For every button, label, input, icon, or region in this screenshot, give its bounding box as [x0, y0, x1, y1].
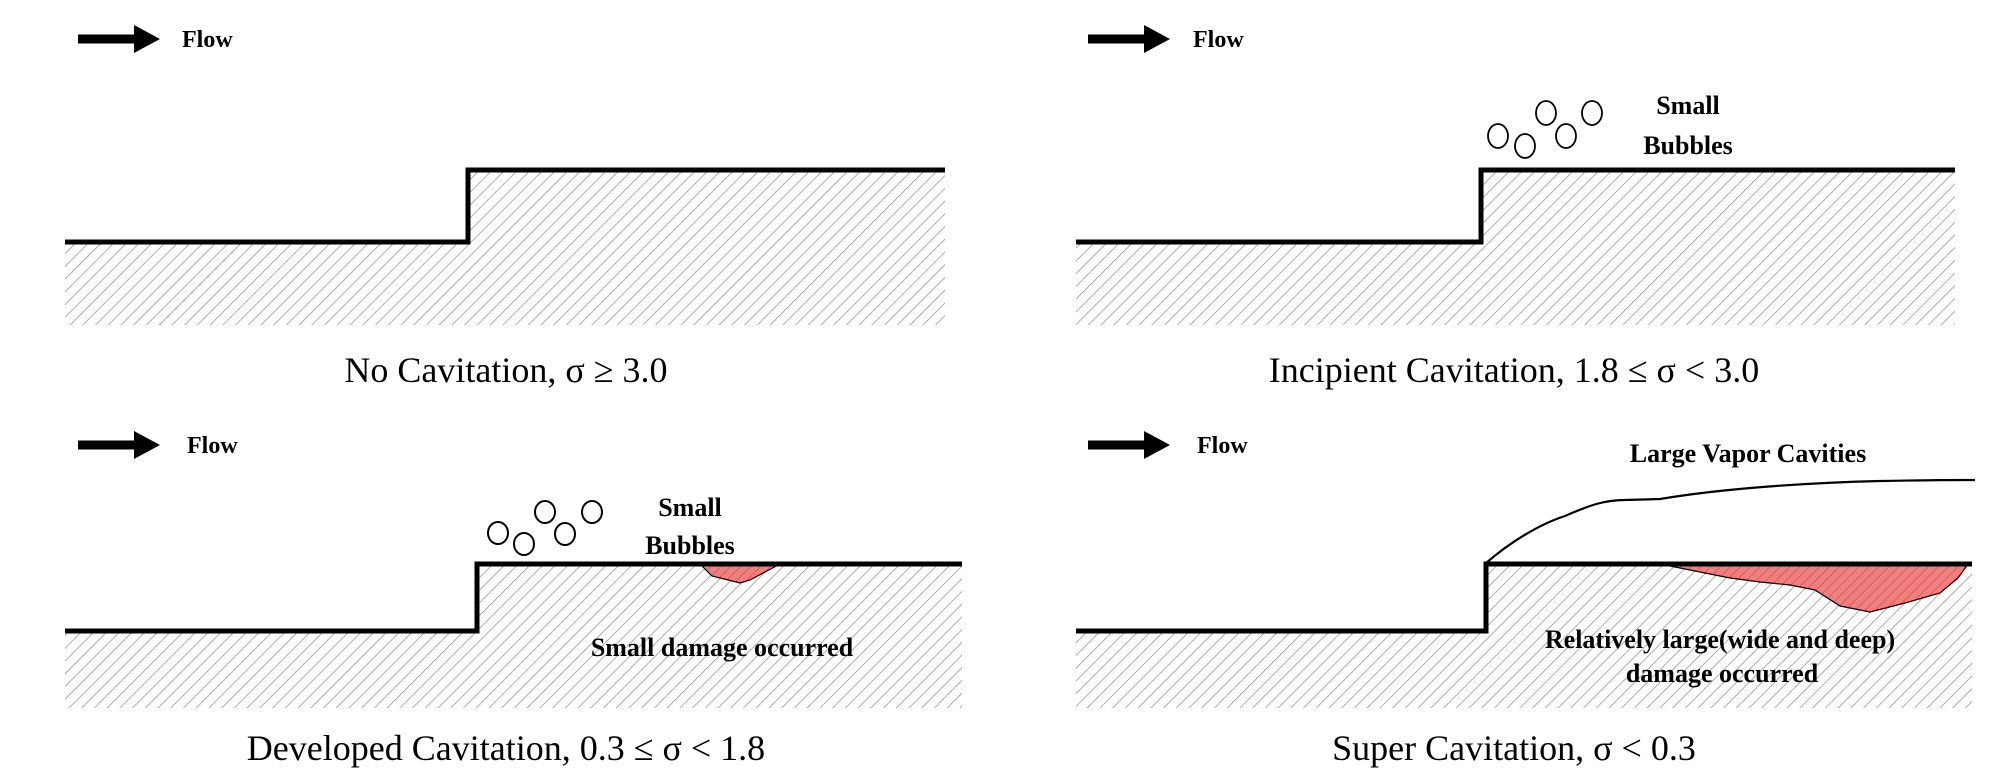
panel-caption: Incipient Cavitation, 1.8 ≤ σ < 3.0	[1269, 350, 1759, 390]
flow-arrow-icon	[1088, 25, 1170, 53]
small-bubbles-icon	[487, 500, 603, 556]
damage-area	[1659, 563, 1970, 613]
flow-arrow-icon	[1088, 431, 1170, 459]
bubbles-label: Small	[1656, 91, 1720, 120]
panel-developed-cavitation: Flow Small Bubbles Small damage occurred…	[65, 431, 962, 768]
panel-caption: Developed Cavitation, 0.3 ≤ σ < 1.8	[247, 728, 765, 768]
bubbles-label: Bubbles	[645, 531, 735, 560]
step-ground	[1076, 564, 1972, 708]
step-surface	[1076, 561, 1972, 634]
step-surface	[65, 167, 945, 245]
panel-super-cavitation: Flow Large Vapor Cavities Relatively lar…	[1076, 431, 1976, 768]
vapor-cavities-label: Large Vapor Cavities	[1630, 439, 1866, 468]
vapor-cavity-boundary	[1484, 478, 1976, 565]
small-bubbles-icon	[1487, 100, 1603, 159]
flow-arrow-icon	[78, 25, 160, 53]
step-ground	[65, 170, 945, 325]
step-surface	[65, 561, 962, 634]
flow-label: Flow	[1197, 433, 1248, 459]
step-ground	[65, 564, 962, 708]
panel-caption: Super Cavitation, σ < 0.3	[1332, 728, 1696, 768]
panel-incipient-cavitation: Flow Small Bubbles Incipient Cavitation,…	[1076, 25, 1955, 390]
damage-label: Relatively large(wide and deep)	[1545, 625, 1895, 654]
bubbles-label: Bubbles	[1643, 131, 1733, 160]
flow-label: Flow	[187, 433, 238, 459]
flow-arrow-icon	[78, 431, 160, 459]
flow-label: Flow	[182, 27, 233, 53]
bubbles-label: Small	[658, 493, 722, 522]
damage-label: Small damage occurred	[591, 633, 854, 662]
flow-label: Flow	[1193, 27, 1244, 53]
panel-caption: No Cavitation, σ ≥ 3.0	[344, 350, 667, 390]
step-surface	[1076, 167, 1955, 245]
damage-label: damage occurred	[1626, 659, 1819, 688]
panel-no-cavitation: Flow No Cavitation, σ ≥ 3.0	[65, 25, 945, 390]
step-ground	[1076, 170, 1955, 325]
